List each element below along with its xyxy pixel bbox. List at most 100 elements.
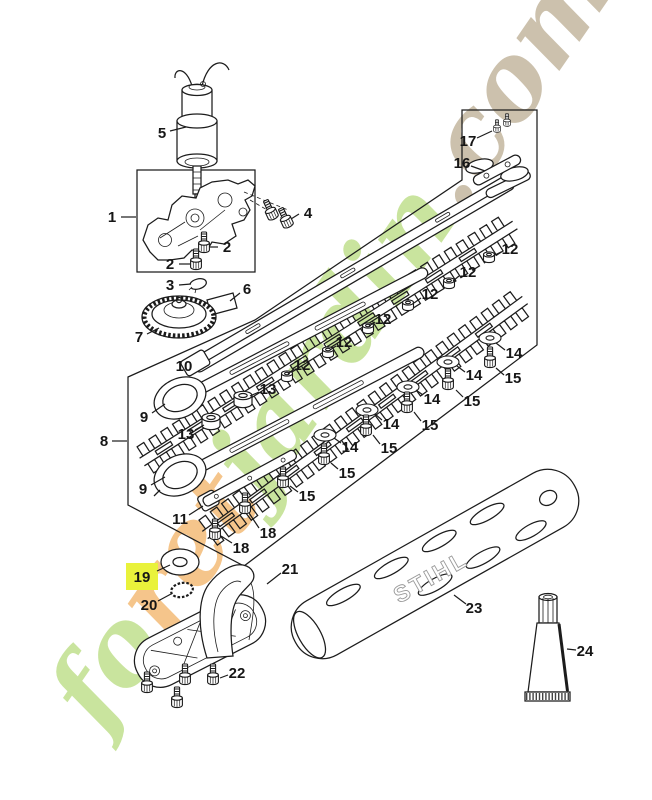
connector-arm-lower [153,346,425,497]
part-label-13: 13 [260,381,277,398]
snap-ring-3-icon [188,278,207,294]
label-leader-line [156,564,171,572]
part-label-15: 15 [339,465,356,482]
label-leader-line [219,674,229,679]
label-leader-line [248,512,260,529]
label-leader-line [333,437,342,444]
lower-guard-illustration [133,594,267,688]
part-label-21: 21 [282,561,299,578]
label-leader-line [157,593,172,602]
label-leader-line [229,292,241,302]
label-leader-line [372,434,381,445]
label-leader-line [249,391,260,397]
label-leader-line [146,327,160,335]
label-leader-line [289,485,299,493]
part-label-20: 20 [141,597,158,614]
label-leader-line [415,389,424,396]
label-leader-line [151,403,166,414]
part-label-4: 4 [304,205,313,222]
label-leader-line [178,283,192,286]
part-label-12: 12 [336,334,353,351]
part-labels: 1223456789910111212121212121313141414141… [100,125,594,682]
highlight-box [126,563,158,590]
part-label-14: 14 [342,439,359,456]
part-label-18: 18 [260,525,277,542]
bushing-13a-icon [233,390,253,409]
part-label-12: 12 [294,357,311,374]
part-label-14: 14 [383,416,400,433]
label-leader-line [188,505,204,516]
grease-tube-illustration [524,592,571,702]
part-label-15: 15 [464,393,481,410]
label-leader-line [495,342,506,351]
label-leader-line [453,594,467,605]
label-leader-line [329,345,337,351]
label-leader-line [368,321,376,327]
label-leader-line [194,424,205,431]
label-leader-line [150,476,166,486]
part-label-15: 15 [505,370,522,387]
part-label-14: 14 [424,391,441,408]
part-label-12: 12 [502,241,519,258]
part-label-5: 5 [158,125,166,142]
label-leader-line [287,368,295,375]
part-label-14: 14 [506,345,523,362]
bushing-13b-icon [201,412,221,431]
part-label-2: 2 [166,256,174,273]
label-leader-line [455,389,464,398]
label-leader-line [566,648,577,651]
label-leader-line [456,365,466,373]
label-leader-line [413,411,422,422]
part-label-15: 15 [422,417,439,434]
part-label-8: 8 [100,433,108,450]
guide-bar-illustration [180,172,515,377]
part-label-16: 16 [454,155,471,172]
part-label-3: 3 [166,277,174,294]
blade-group-outline [127,109,538,567]
connector-arm-upper [153,267,429,420]
part-label-15: 15 [381,440,398,457]
screw-4b-icon [275,205,295,230]
label-leader-line [492,251,502,257]
label-leader-line [413,297,422,304]
label-leader-line [374,413,383,421]
part-label-10: 10 [176,358,193,375]
label-leader-line [330,462,339,470]
label-leader-line [220,535,233,544]
cover-21-illustration [199,564,255,659]
part-label-23: 23 [466,600,483,617]
label-leader-line [452,275,460,282]
part-label-12: 12 [375,311,392,328]
lock-ring-20-icon [170,581,194,599]
part-label-7: 7 [135,329,143,346]
part-label-1: 1 [108,209,116,226]
part-label-24: 24 [577,643,594,660]
part-label-17: 17 [460,133,477,150]
scabbard-illustration: STIHL [290,468,580,660]
label-leader-line [476,130,493,139]
part-label-22: 22 [229,665,246,682]
strip-11-illustration [197,449,297,512]
part-label-11: 11 [172,511,188,528]
screw-4a-icon [260,197,280,222]
part-label-13: 13 [178,426,195,443]
part-label-14: 14 [466,367,483,384]
label-leader-line [169,126,187,132]
label-leader-line [495,367,505,376]
gear-illustration [141,295,217,339]
part-label-15: 15 [299,488,316,505]
part-label-18: 18 [233,540,250,557]
label-leader-line [470,165,486,172]
part-label-9: 9 [140,409,148,426]
label-leader-line [266,572,282,585]
part-label-12: 12 [460,264,477,281]
label-leader-line [290,213,300,220]
part-label-2: 2 [223,239,231,256]
washer-19-icon [160,548,200,576]
gearbox-housing-illustration [142,179,289,261]
blade-tip-16-illustration [465,154,531,199]
part-label-6: 6 [243,281,251,298]
part-label-12: 12 [422,286,439,303]
